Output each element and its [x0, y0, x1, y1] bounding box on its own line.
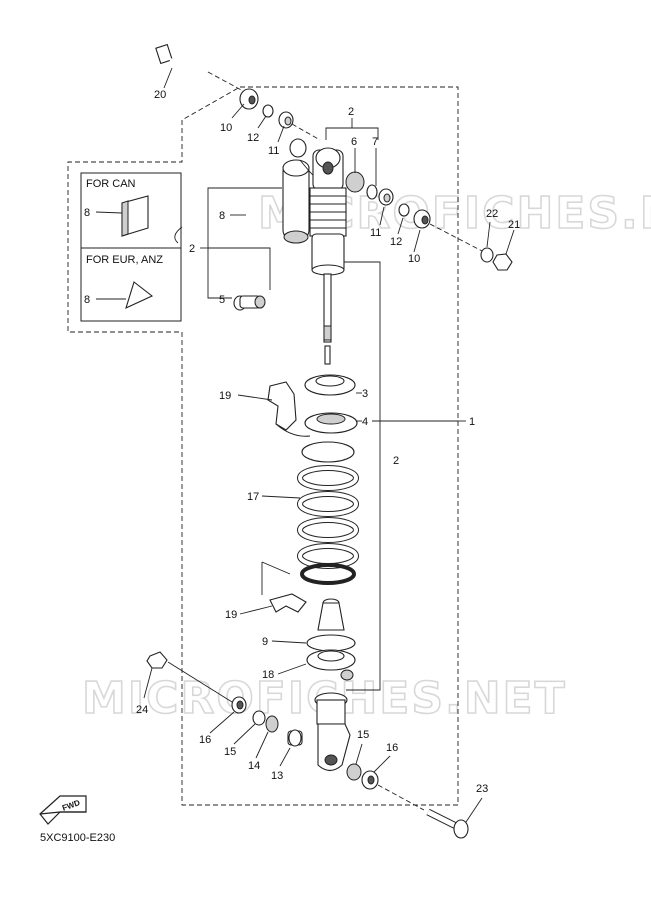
- inset-label-can: FOR CAN: [86, 178, 136, 190]
- callout-19-lower: 19: [225, 609, 237, 621]
- shock-body: [309, 147, 347, 365]
- callout-1: 1: [469, 416, 475, 428]
- reservoir: [282, 138, 319, 244]
- callout-13: 13: [271, 770, 283, 782]
- spring-guide-upper: [267, 381, 311, 437]
- callout-21: 21: [508, 219, 520, 231]
- diagram-code: 5XC9100-E230: [40, 832, 115, 844]
- callout-16-left: 16: [199, 734, 211, 746]
- bolt-top: [155, 43, 246, 93]
- fitting-5: [233, 295, 266, 311]
- spring-seat: [306, 649, 356, 681]
- callout-18: 18: [262, 669, 274, 681]
- forward-arrow-icon: FWD: [39, 795, 87, 825]
- callout-9: 9: [262, 636, 268, 648]
- assembly-boundary: [67, 86, 459, 806]
- spring: [297, 441, 359, 585]
- callout-2-left: 2: [189, 243, 195, 255]
- callout-8: 8: [219, 210, 225, 222]
- inset-box: FOR CAN FOR EUR, ANZ: [80, 172, 183, 322]
- callout-20: 20: [154, 89, 166, 101]
- lower-clevis: [314, 692, 351, 772]
- callout-8-inset-eur: 8: [84, 294, 90, 306]
- callout-8-inset-can: 8: [84, 207, 90, 219]
- callout-23: 23: [476, 783, 488, 795]
- inset-label-eur-anz: FOR EUR, ANZ: [86, 254, 163, 266]
- lower-left-fittings: [146, 651, 303, 747]
- callout-2-right: 2: [393, 455, 399, 467]
- bump-stop: [306, 598, 356, 652]
- callout-15-right: 15: [357, 729, 369, 741]
- callout-6: 6: [351, 136, 357, 148]
- callout-5: 5: [219, 294, 225, 306]
- leader-lines: [143, 67, 515, 823]
- callout-10-right: 10: [408, 253, 420, 265]
- callout-11: 11: [268, 145, 279, 157]
- callout-2-top: 2: [348, 106, 354, 118]
- callout-17: 17: [247, 491, 259, 503]
- spring-guide-lower: [261, 561, 307, 613]
- callout-14: 14: [248, 760, 260, 772]
- callout-24: 24: [136, 704, 148, 716]
- top-fittings: [239, 88, 321, 141]
- callout-15-left: 15: [224, 746, 236, 758]
- lower-right-fittings: [346, 763, 469, 839]
- callout-10: 10: [220, 122, 232, 134]
- callout-7: 7: [372, 136, 378, 148]
- callout-numbers: 20 10 12 11 2 6 7 8 8 2 5 11 12 10 22 21…: [84, 89, 520, 795]
- callout-3: 3: [362, 388, 368, 400]
- right-fittings: [345, 171, 513, 271]
- callout-12: 12: [247, 132, 259, 144]
- callout-12-right: 12: [390, 236, 402, 248]
- callout-11-right: 11: [370, 227, 381, 239]
- callout-19-upper: 19: [219, 390, 231, 402]
- callout-22: 22: [486, 208, 498, 220]
- locknuts: [304, 374, 358, 434]
- callout-4: 4: [362, 416, 368, 428]
- callout-16-right: 16: [386, 742, 398, 754]
